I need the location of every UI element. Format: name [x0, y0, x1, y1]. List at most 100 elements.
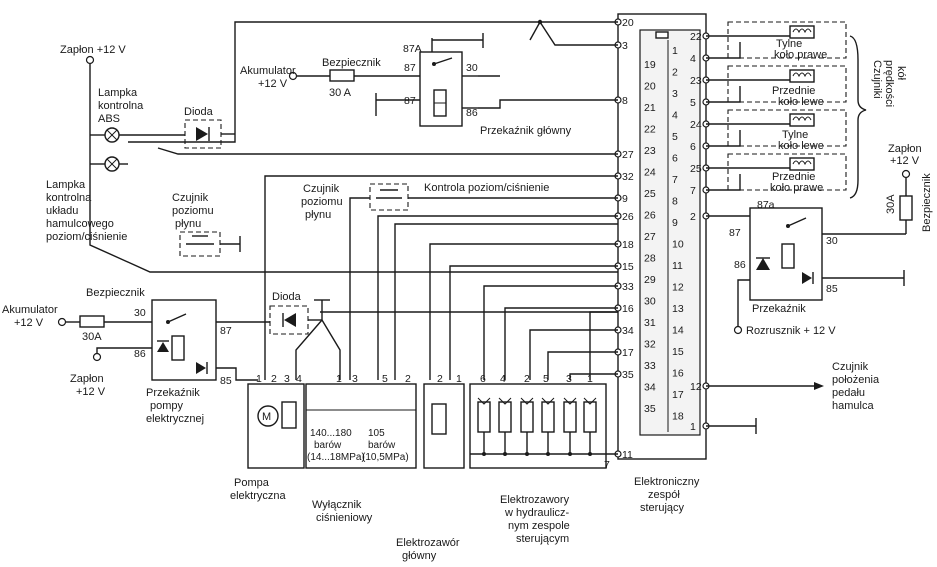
ecu-inner-pin-a: 28: [644, 253, 656, 265]
right-relay-label: Przekaźnik: [752, 303, 806, 315]
ecu-left-pin-number: 32: [622, 171, 634, 183]
pump-pin-2: 2: [271, 373, 277, 385]
sensor-front-right-label-1: Przednie: [772, 171, 815, 183]
valve-symbol: [541, 397, 555, 405]
abs-lamp-label-3: ABS: [98, 113, 120, 125]
ecu-inner-pin-b: 3: [672, 88, 678, 100]
valve-pin-4: 4: [500, 373, 506, 385]
sensor-front-right-label-2: koło prawe: [770, 182, 823, 194]
starter-label: Rozrusznik + 12 V: [746, 325, 836, 337]
main-relay-label: Przekaźnik główny: [480, 125, 572, 137]
ecu-inner-pin-a: 21: [644, 102, 656, 114]
valve-coil-icon: [520, 401, 534, 433]
wheel-sensor-coil-icon: [789, 157, 815, 171]
ecu-right-pin-number: 6: [690, 141, 696, 153]
ecu-right-pin-number: 5: [690, 97, 696, 109]
control-label: Kontrola poziom/ciśnienie: [424, 182, 549, 194]
ecu-right-pin-number: 7: [690, 185, 696, 197]
ecu-label-line-2: zespół: [648, 489, 680, 501]
ecu-left-pin-number: 34: [622, 325, 634, 337]
ecu-inner-pin-b: 7: [672, 174, 678, 186]
zaplon-right-label-1: Zapłon: [888, 143, 922, 155]
pedal-sensor-label-3: pedału: [832, 387, 865, 399]
wheel-sensor-box: [727, 21, 847, 59]
pump-label-2: elektryczna: [230, 490, 287, 502]
right-relay-pin-87a: 87a: [757, 199, 775, 211]
valve-coil-icon: [583, 401, 597, 433]
switch-pin-5: 5: [382, 373, 388, 385]
ecu-inner-pin-a: 23: [644, 145, 656, 157]
ecu-inner-pin-b: 9: [672, 217, 678, 229]
pump-relay-label-1: Przekaźnik: [146, 387, 200, 399]
valve-junction: [525, 452, 529, 456]
wheel-sensor-box: [727, 153, 847, 191]
wheel-sensor-coil-icon: [789, 25, 815, 39]
ecu-inner-pin-b: 4: [672, 110, 678, 122]
valve-coil-icon: [477, 401, 491, 433]
ecu-connector: [617, 13, 707, 460]
pressure-switch-label-1: Wyłącznik: [312, 499, 362, 511]
main-relay-pin-87b: 87: [404, 95, 416, 107]
zaplon-top-left-text: Zapłon +12 V: [60, 44, 126, 56]
valves-label-2: w hydraulicz-: [504, 507, 570, 519]
ecu-right-pin-number: 1: [690, 421, 696, 433]
ecu-label-line-1: Elektroniczny: [634, 476, 700, 488]
valve-coils: [477, 397, 597, 456]
speed-sensors-title-1: Czujniki: [871, 60, 883, 99]
valve-symbol: [520, 397, 534, 405]
sensor-rear-left-label-1: Tylne: [782, 129, 808, 141]
ecu-right-pin-number: 12: [690, 381, 702, 393]
ecu-right-pin-number: 24: [690, 119, 702, 131]
fuse-top-label: Bezpiecznik: [322, 57, 381, 69]
ecu-left-pin-number: 3: [622, 40, 628, 52]
motor-symbol: M: [262, 411, 271, 423]
ecu-inner-pin-a: 20: [644, 81, 656, 93]
akumulator-top: Akumulator +12 V Bezpiecznik 30 A: [240, 57, 420, 99]
ecu-inner-pin-a: 34: [644, 382, 656, 394]
wheel-sensor-box: [727, 109, 847, 147]
ecu-inner-pin-b: 14: [672, 325, 684, 337]
diode-top: Dioda: [184, 106, 235, 149]
switch-pin-2: 2: [405, 373, 411, 385]
ecu-left-pin-number: 15: [622, 261, 634, 273]
level-sensor-mid-label-3: płynu: [305, 209, 331, 221]
right-relay-pin-87: 87: [729, 227, 741, 239]
sensor-front-left-label-1: Przednie: [772, 85, 815, 97]
pump-relay-pin-30: 30: [134, 307, 146, 319]
wheel-sensor-wire: [706, 86, 741, 103]
pump-relay-label-2: pompy: [150, 400, 184, 412]
level-sensor-left: Czujnik poziomu płynu: [172, 192, 241, 257]
switch-range-2-mpa: (10,5MPa): [362, 452, 409, 463]
ecu-inner-pin-a: 25: [644, 188, 656, 200]
wheel-sensor-coil-icon: [789, 69, 815, 83]
ecu-left-pin-number: 11: [622, 449, 633, 461]
brake-lamp-label-5: poziom/ciśnienie: [46, 231, 127, 243]
ecu-inner-pin-a: 26: [644, 210, 656, 222]
ecu-inner-pin-a: 35: [644, 403, 656, 415]
ecu-left-pin-number: 35: [622, 369, 634, 381]
akumulator-left: Akumulator +12 V Bezpiecznik 30A: [2, 287, 152, 343]
zaplon-right-label-2: +12 V: [890, 155, 920, 167]
switch-pin-3: 3: [352, 373, 358, 385]
ecu-left-pin-number: 26: [622, 211, 634, 223]
pedal-sensor: Czujnik położenia pedału hamulca: [706, 361, 880, 434]
wheel-sensor-coil-winding: [792, 28, 812, 34]
ecu-left-pin-number: 18: [622, 239, 634, 251]
main-valve-pin-1: 1: [456, 373, 462, 385]
sensor-rear-right-label-2: koło prawe: [774, 49, 827, 61]
wheel-sensors: [706, 21, 847, 191]
valve-symbol: [563, 397, 577, 405]
sensor-front-left-label-2: koło lewe: [778, 96, 824, 108]
fuse-left-rating: 30A: [82, 331, 102, 343]
ecu-inner-pin-a: 22: [644, 124, 656, 136]
main-relay-pin-87: 87: [404, 62, 416, 74]
main-valve-label-1: Elektrozawór: [396, 537, 460, 549]
valve-symbol: [477, 397, 491, 405]
pressure-switch-label-2: ciśnieniowy: [316, 512, 373, 524]
valve-pin-7: 7: [604, 459, 610, 471]
valve-symbol: [498, 397, 512, 405]
akumulator-left-label-2: +12 V: [14, 317, 44, 329]
wheel-sensor-labels: Tylne koło prawe Przednie koło lewe Tyln…: [770, 35, 867, 199]
